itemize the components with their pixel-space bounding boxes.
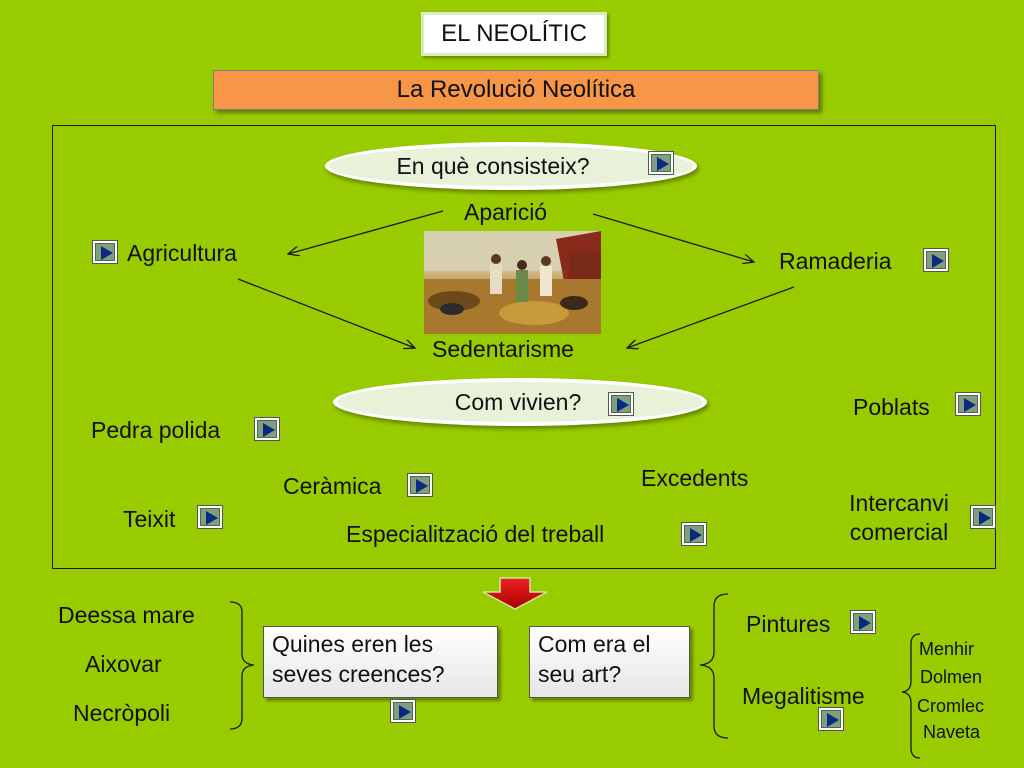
- play-specialization-button[interactable]: [681, 522, 707, 546]
- megalith-item: Cromlec: [917, 696, 985, 716]
- arrow-to-livestock: [592, 213, 754, 262]
- art-question-box: Com era el seu art?: [529, 626, 690, 698]
- label-paintings: Pintures: [746, 611, 831, 637]
- arrow-agriculture-to-sedentarism: [237, 278, 415, 348]
- label-sedentarism: Sedentarisme: [432, 336, 574, 362]
- page-title: EL NEOLÍTIC: [421, 12, 607, 56]
- concept-frame: [52, 125, 996, 569]
- arrow-to-agriculture: [288, 210, 444, 254]
- play-icon: [973, 508, 993, 526]
- megalith-item: Menhir: [919, 639, 975, 659]
- beliefs-question-box: Quines eren les seves creences?: [263, 626, 498, 698]
- label-specialization: Especialització del treball: [346, 521, 605, 547]
- play-lived-button[interactable]: [608, 392, 634, 416]
- play-icon: [821, 710, 841, 728]
- play-paintings-button[interactable]: [850, 610, 876, 634]
- play-polished-stone-button[interactable]: [254, 417, 280, 441]
- label-appearance: Aparició: [464, 199, 548, 225]
- belief-item: Necròpoli: [73, 700, 171, 726]
- play-icon: [200, 508, 220, 526]
- label-megalithism: Megalitisme: [742, 683, 865, 709]
- oval-how-lived: Com vivien?: [333, 378, 707, 426]
- oval-what-consists: En què consisteix?: [325, 142, 697, 190]
- neolithic-scene-illustration: [424, 231, 601, 334]
- play-livestock-button[interactable]: [923, 248, 949, 272]
- play-villages-button[interactable]: [955, 392, 981, 416]
- play-icon: [257, 420, 277, 438]
- belief-item: Deessa mare: [58, 602, 195, 628]
- beliefs-brace: [229, 601, 255, 730]
- play-agriculture-button[interactable]: [92, 240, 118, 264]
- play-icon: [684, 525, 704, 543]
- megalith-item: Dolmen: [920, 667, 983, 687]
- down-arrow: [482, 577, 548, 610]
- label-polished-stone: Pedra polida: [91, 417, 221, 443]
- oval-how-lived-label: Com vivien?: [454, 389, 582, 415]
- play-icon: [393, 702, 413, 720]
- play-beliefs-button[interactable]: [390, 699, 416, 723]
- art-brace: [699, 593, 729, 739]
- play-icon: [958, 395, 978, 413]
- label-surplus: Excedents: [641, 465, 749, 491]
- play-icon: [853, 613, 873, 631]
- play-consists-button[interactable]: [648, 151, 674, 175]
- play-weaving-button[interactable]: [197, 505, 223, 529]
- label-trade-line1: Intercanvi: [849, 490, 949, 516]
- play-icon: [926, 251, 946, 269]
- play-pottery-button[interactable]: [407, 473, 433, 497]
- play-icon: [611, 395, 631, 413]
- oval-what-consists-label: En què consisteix?: [396, 153, 590, 179]
- belief-item: Aixovar: [85, 651, 162, 677]
- play-icon: [651, 154, 671, 172]
- play-trade-button[interactable]: [970, 505, 996, 529]
- play-icon: [410, 476, 430, 494]
- play-megalithism-button[interactable]: [818, 707, 844, 731]
- label-weaving: Teixit: [123, 506, 176, 532]
- label-livestock: Ramaderia: [779, 248, 892, 274]
- megalith-item: Naveta: [923, 722, 981, 742]
- label-pottery: Ceràmica: [283, 473, 382, 499]
- megalith-brace: [901, 633, 921, 759]
- play-icon: [95, 243, 115, 261]
- subtitle-banner: La Revolució Neolítica: [213, 70, 819, 110]
- label-trade-line2: comercial: [849, 519, 949, 545]
- label-agriculture: Agricultura: [127, 240, 237, 266]
- neolithic-scene-image: [424, 231, 601, 334]
- arrow-livestock-to-sedentarism: [627, 286, 795, 348]
- label-villages: Poblats: [853, 394, 930, 420]
- label-trade: Intercanvi comercial: [834, 489, 964, 547]
